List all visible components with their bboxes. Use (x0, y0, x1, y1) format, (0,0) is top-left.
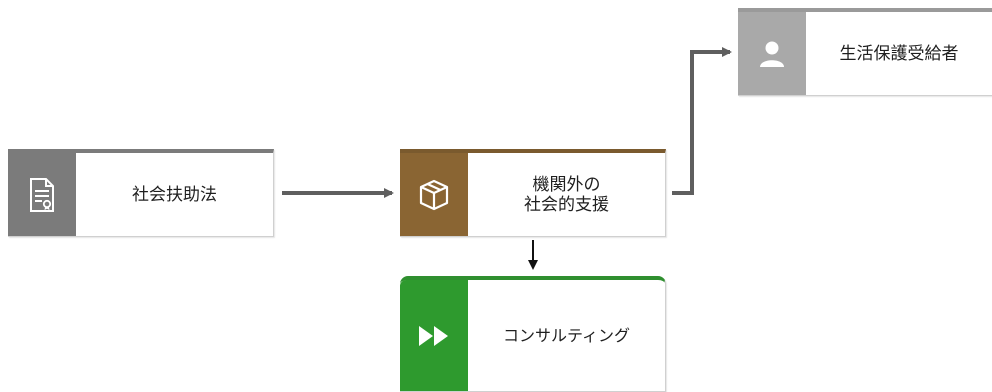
node-icon-box (400, 280, 468, 391)
node-label: 生活保護受給者 (839, 43, 959, 64)
person-icon (760, 41, 784, 67)
node-social-assistance-law[interactable]: 社会扶助法 (8, 149, 274, 237)
document-icon (30, 177, 54, 212)
node-icon-box (400, 153, 468, 236)
node-external-social-support[interactable]: 機関外の 社会的支援 (400, 149, 666, 237)
node-label: 社会扶助法 (132, 184, 217, 205)
edge-support-to-recipient (672, 47, 732, 195)
package-icon (419, 179, 449, 210)
node-welfare-recipient[interactable]: 生活保護受給者 (738, 8, 992, 96)
node-consulting[interactable]: コンサルティング (400, 276, 666, 392)
node-icon-box (8, 153, 76, 236)
node-label: コンサルティング (502, 325, 631, 345)
fast-forward-icon (419, 325, 448, 346)
node-icon-box (738, 12, 806, 95)
node-label: 機関外の 社会的支援 (524, 174, 609, 215)
